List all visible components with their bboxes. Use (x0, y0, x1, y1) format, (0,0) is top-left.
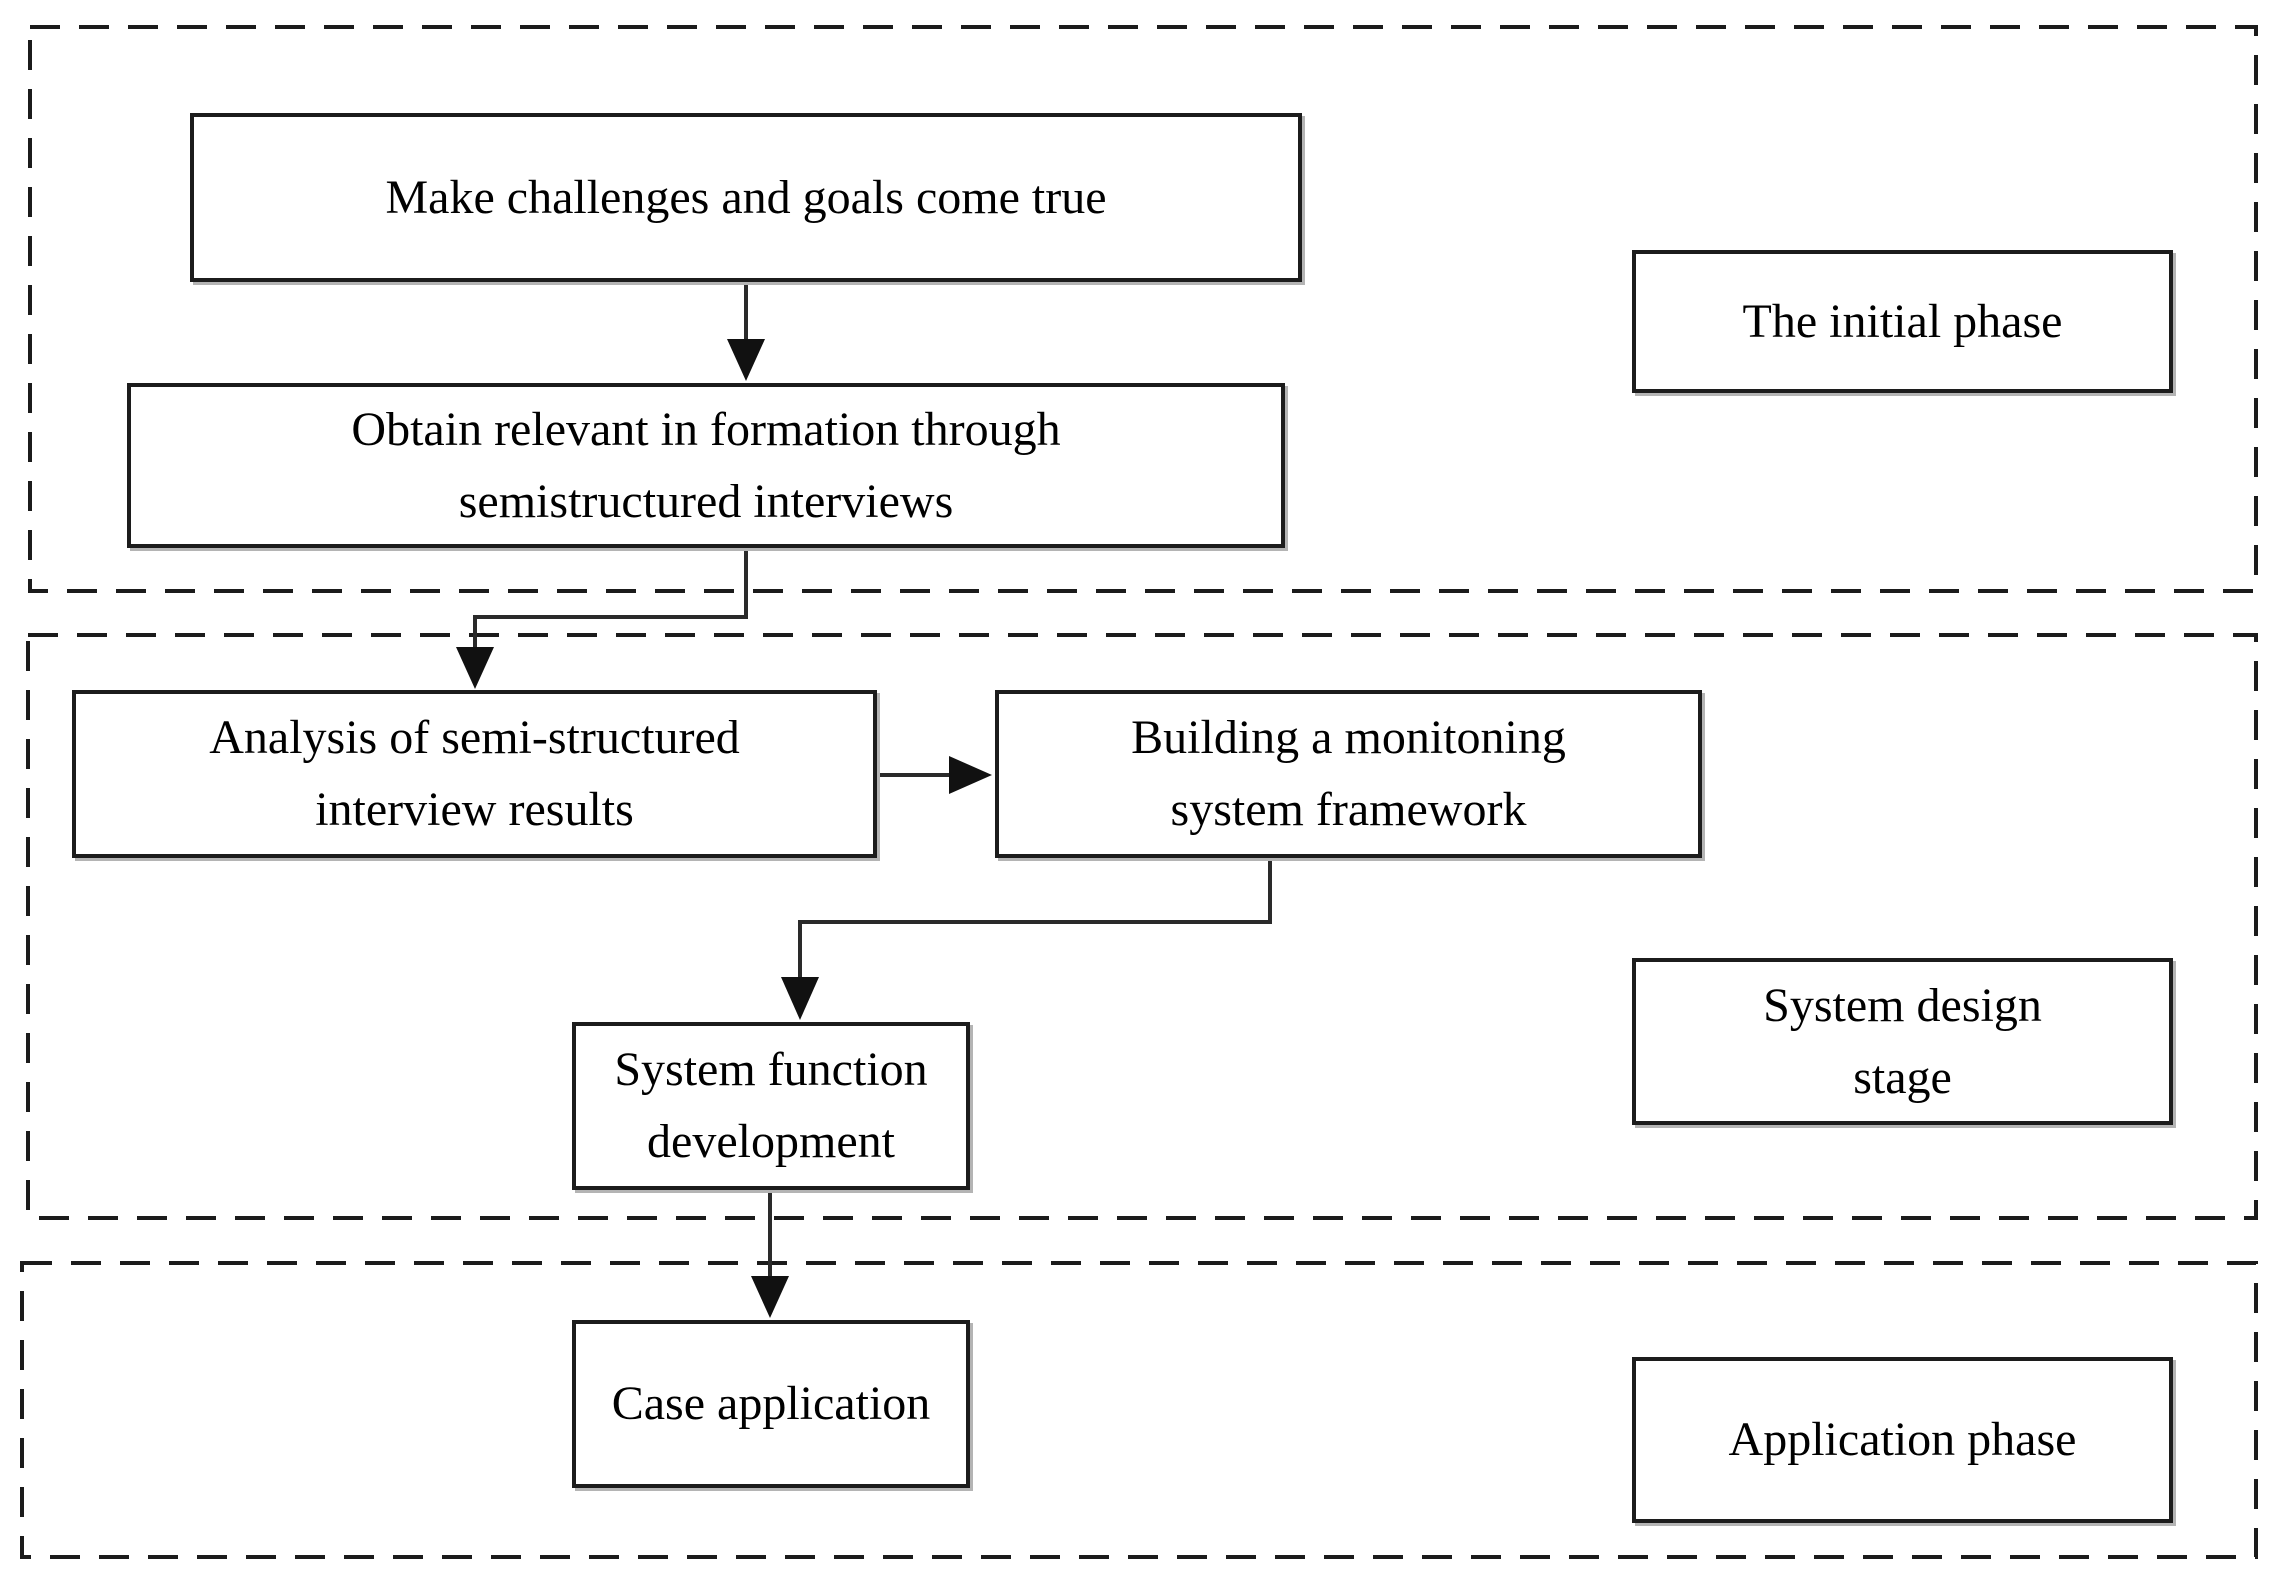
phase-label-text: The initial phase (1742, 294, 2063, 348)
flow-box-label: Make challenges and goals come true (385, 170, 1107, 224)
arrow-analysis-to-building-head (949, 756, 992, 794)
arrow-sysfunc-to-case-head (751, 1276, 789, 1318)
initial-phase-container (28, 25, 2258, 593)
arrow-make-to-obtain-head (727, 339, 765, 381)
flow-box-label: System function (614, 1043, 928, 1096)
phase-label-initial: The initial phase (1632, 250, 2173, 393)
phase-label-text: Application phase (1728, 1413, 2077, 1466)
application-phase-container (20, 1261, 2258, 1559)
arrow-obtain-to-analysis-line (473, 548, 748, 648)
flow-box-system-function: System function development (572, 1022, 970, 1190)
phase-label-text: stage (1853, 1050, 1952, 1104)
flow-box-label: Case application (611, 1377, 931, 1430)
flow-box-make-challenges: Make challenges and goals come true (190, 113, 1302, 282)
system-design-stage-container (26, 633, 2258, 1220)
arrow-obtain-to-analysis-head (456, 647, 494, 689)
arrow-building-to-sysfunc-line (798, 858, 1272, 978)
arrow-building-to-sysfunc-head (781, 977, 819, 1020)
flow-box-label: Analysis of semi-structured (209, 711, 740, 764)
phase-label-application: Application phase (1632, 1357, 2173, 1523)
flow-box-label: Building a monitoning (1131, 711, 1566, 764)
flow-box-case-application: Case application (572, 1320, 970, 1488)
flow-box-building-framework: Building a monitoning system framework (995, 690, 1702, 858)
flow-box-obtain-information: Obtain relevant in formation through sem… (127, 383, 1285, 548)
flow-box-label: interview results (315, 783, 634, 836)
flow-box-analysis: Analysis of semi-structured interview re… (72, 690, 877, 858)
flow-box-label: semistructured interviews (458, 474, 954, 528)
phase-label-text: System design (1763, 978, 2042, 1032)
flow-box-label: Obtain relevant in formation through (351, 402, 1061, 456)
flow-box-label: development (647, 1115, 895, 1168)
phase-label-system-design: System design stage (1632, 958, 2173, 1125)
flow-box-label: system framework (1170, 783, 1527, 836)
